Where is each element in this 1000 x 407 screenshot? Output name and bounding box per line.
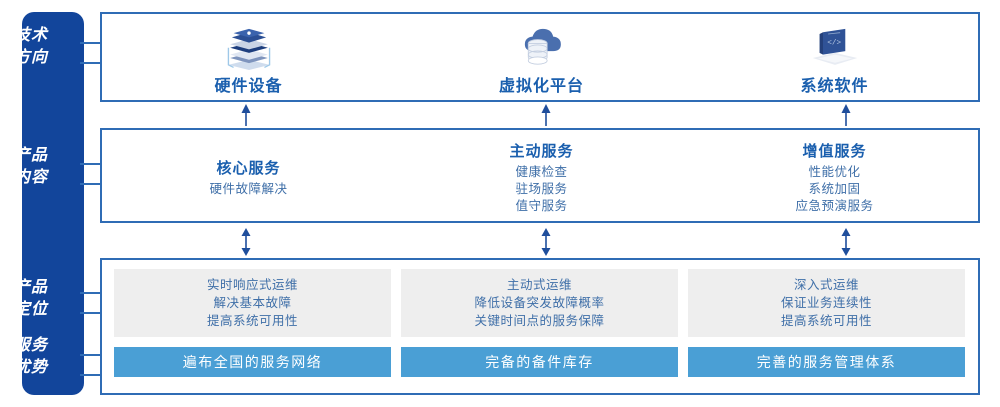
arrow-up-hardware: [239, 104, 253, 126]
content-column-proactive-service: 主动服务 健康检查 驻场服务 值守服务: [395, 130, 688, 225]
content-column-line: 应急预演服务: [795, 199, 874, 213]
position-line: 降低设备突发故障概率: [474, 296, 605, 310]
tech-direction-panel: 硬件设备 虚拟化平台 </> 系统软件: [100, 12, 980, 102]
tech-column-hardware: 硬件设备: [102, 14, 395, 104]
position-line: 解决基本故障: [213, 296, 292, 310]
sidebar-item-label-line2: 定位: [13, 301, 48, 318]
position-box-indepth: 深入式运维 保证业务连续性 提高系统可用性: [688, 269, 965, 337]
content-column-line: 驻场服务: [515, 182, 568, 196]
content-column-line: 值守服务: [515, 199, 568, 213]
server-stack-icon: [227, 28, 270, 70]
position-line: 提高系统可用性: [206, 314, 298, 328]
content-column-line: 硬件故障解决: [209, 182, 288, 196]
tech-column-virtualization: 虚拟化平台: [395, 14, 688, 104]
arrow-double-hardware: [239, 228, 253, 256]
sidebar-item-product-content: 产品 内容: [0, 145, 62, 189]
content-column-value-added-service: 增值服务 性能优化 系统加固 应急预演服务: [688, 130, 981, 225]
connector-line: [80, 183, 102, 185]
position-line: 保证业务连续性: [780, 296, 872, 310]
tech-column-system-software: </> 系统软件: [688, 14, 981, 104]
tech-column-title: 硬件设备: [214, 78, 283, 95]
position-line: 关键时间点的服务保障: [474, 314, 605, 328]
arrow-double-system-software: [839, 228, 853, 256]
tech-column-title: 虚拟化平台: [498, 78, 584, 95]
position-box-realtime: 实时响应式运维 解决基本故障 提高系统可用性: [114, 269, 391, 337]
tech-column-title: 系统软件: [800, 78, 869, 95]
sidebar-item-label-line1: 技术: [13, 27, 48, 44]
content-column-line: 健康检查: [515, 165, 568, 179]
sidebar-item-product-position: 产品 定位: [0, 277, 62, 321]
arrow-up-virtualization: [539, 104, 553, 126]
content-column-title: 增值服务: [802, 143, 867, 160]
advantage-bar-spare-parts: 完备的备件库存: [401, 347, 678, 377]
connector-line: [80, 292, 102, 294]
advantage-bar-label: 完善的服务管理体系: [756, 354, 897, 370]
sidebar-item-tech-direction: 技术 方向: [0, 25, 62, 69]
sidebar-item-label-line2: 方向: [13, 49, 48, 66]
sidebar-item-label-line1: 服务: [13, 337, 48, 354]
connector-line: [80, 62, 102, 64]
content-column-core-service: 核心服务 硬件故障解决: [102, 130, 395, 225]
arrow-up-system-software: [839, 104, 853, 126]
sidebar-item-label-line1: 产品: [13, 147, 48, 164]
position-advantage-panel: 实时响应式运维 解决基本故障 提高系统可用性 主动式运维 降低设备突发故障概率 …: [100, 258, 980, 395]
connector-line: [80, 354, 102, 356]
position-line: 提高系统可用性: [780, 314, 872, 328]
sidebar-item-service-advantage: 服务 优势: [0, 335, 62, 379]
arrow-double-virtualization: [539, 228, 553, 256]
advantage-bar-management: 完善的服务管理体系: [688, 347, 965, 377]
position-box-proactive: 主动式运维 降低设备突发故障概率 关键时间点的服务保障: [401, 269, 678, 337]
sidebar-item-label-line2: 优势: [13, 359, 48, 376]
sidebar-item-label-line2: 内容: [13, 169, 48, 186]
content-column-line: 系统加固: [808, 182, 861, 196]
connector-line: [80, 42, 102, 44]
advantage-bar-network: 遍布全国的服务网络: [114, 347, 391, 377]
cloud-database-icon: [524, 28, 561, 65]
position-line: 深入式运维: [793, 278, 859, 292]
connector-line: [80, 163, 102, 165]
sidebar-item-label-line1: 产品: [13, 279, 48, 296]
content-column-title: 核心服务: [216, 160, 281, 177]
connector-line: [80, 312, 102, 314]
category-sidebar: [22, 12, 84, 395]
advantage-bar-label: 遍布全国的服务网络: [182, 354, 323, 370]
content-column-line: 性能优化: [808, 165, 861, 179]
svg-text:</>: </>: [827, 39, 841, 47]
product-content-panel: 核心服务 硬件故障解决 主动服务 健康检查 驻场服务 值守服务 增值服务 性能优…: [100, 128, 980, 223]
laptop-code-icon: </>: [812, 28, 857, 65]
position-line: 实时响应式运维: [206, 278, 298, 292]
connector-line: [80, 374, 102, 376]
advantage-bar-label: 完备的备件库存: [485, 354, 594, 370]
position-line: 主动式运维: [506, 278, 572, 292]
content-column-title: 主动服务: [509, 143, 574, 160]
